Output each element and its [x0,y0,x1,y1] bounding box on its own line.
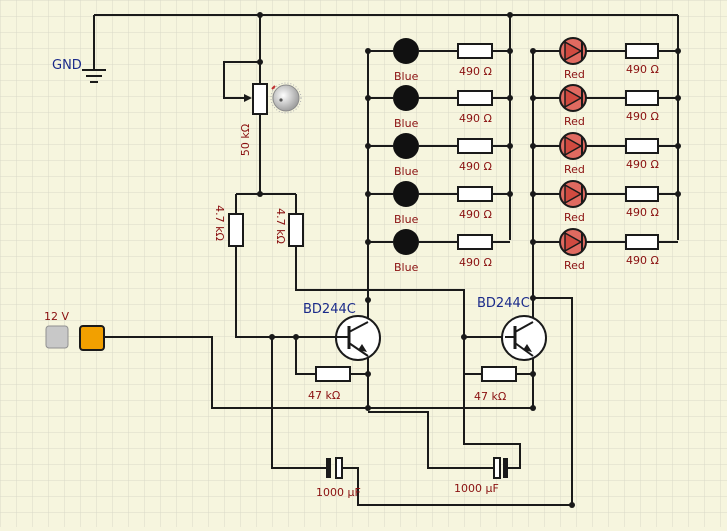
blue-led[interactable] [393,181,419,207]
red-resistor-label: 490 Ω [626,110,659,123]
blue-resistor-label: 490 Ω [459,65,492,78]
red-resistor-label: 490 Ω [626,63,659,76]
blue-resistor-label: 490 Ω [459,112,492,125]
base-resistor-left-label: 47 kΩ [308,389,340,402]
blue-resistor-label: 490 Ω [459,208,492,221]
blue-led-resistor[interactable] [457,186,493,202]
red-led-arrow [564,135,583,157]
blue-led[interactable] [393,85,419,111]
blue-led-resistor[interactable] [457,43,493,59]
red-led-resistor[interactable] [625,138,659,154]
transistor-left-label: BD244C [303,302,356,317]
gnd-label: GND [52,58,82,73]
blue-led-bank: Blue 490 Ω Blue 490 Ω Blue 490 Ω Blue 490 Ω Blue… [393,38,493,274]
potentiometer[interactable] [242,83,268,115]
supply-label: 12 V [44,310,69,323]
resistor-right-label: 4.7 kΩ [274,208,287,244]
red-led-arrow [564,40,583,62]
pot-knob[interactable] [270,82,302,114]
blue-led-resistor[interactable] [457,90,493,106]
ground-symbol [82,69,106,83]
red-led-bank: Red 490 Ω Red 490 Ω Red 490 Ω Red 490 Ω Red 490 Ω [559,37,659,272]
blue-led-resistor[interactable] [457,234,493,250]
red-led-label: Red [564,163,585,176]
red-led-resistor[interactable] [625,43,659,59]
base-resistor-right-label: 47 kΩ [474,390,506,403]
transistor-left[interactable] [335,315,381,361]
red-led-label: Red [564,115,585,128]
red-led-arrow [564,87,583,109]
blue-led[interactable] [393,38,419,64]
resistor-left[interactable] [228,213,244,247]
red-led-label: Red [564,211,585,224]
blue-led[interactable] [393,133,419,159]
red-led-resistor[interactable] [625,186,659,202]
red-led-arrow [564,183,583,205]
capacitor-left-label: 1000 µF [316,486,361,499]
red-led-resistor[interactable] [625,90,659,106]
base-resistor-left[interactable] [315,366,351,382]
capacitor-right[interactable] [493,457,508,479]
capacitor-left[interactable] [326,457,343,479]
supply-terminal [45,325,69,349]
blue-led-label: Blue [394,70,419,83]
red-resistor-label: 490 Ω [626,158,659,171]
blue-resistor-label: 490 Ω [459,160,492,173]
blue-led-label: Blue [394,213,419,226]
blue-led-resistor[interactable] [457,138,493,154]
blue-led[interactable] [393,229,419,255]
red-led-arrow [564,231,583,253]
blue-led-label: Blue [394,261,419,274]
red-resistor-label: 490 Ω [626,254,659,267]
wires [93,14,679,506]
red-led-resistor[interactable] [625,234,659,250]
junctions [257,12,681,508]
supply-switch-button[interactable] [79,325,105,351]
blue-led-label: Blue [394,165,419,178]
pot-value-label: 50 kΩ [239,124,252,156]
transistor-right[interactable] [501,315,547,361]
red-led-label: Red [564,68,585,81]
red-led-label: Red [564,259,585,272]
capacitor-right-label: 1000 µF [454,482,499,495]
blue-resistor-label: 490 Ω [459,256,492,269]
resistor-left-label: 4.7 kΩ [213,205,226,241]
resistor-right[interactable] [288,213,304,247]
red-resistor-label: 490 Ω [626,206,659,219]
transistor-right-label: BD244C [477,296,530,311]
base-resistor-right[interactable] [481,366,517,382]
blue-led-label: Blue [394,117,419,130]
